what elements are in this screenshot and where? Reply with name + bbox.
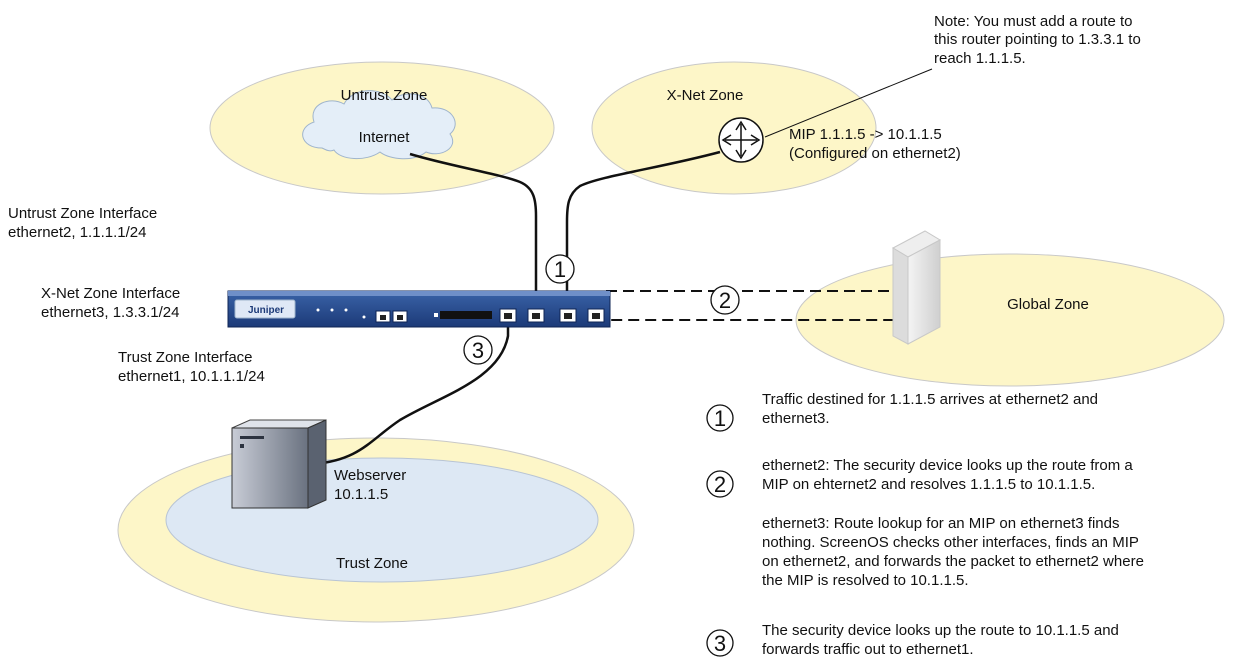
step-2-extra-line-2: nothing. ScreenOS checks other interface… bbox=[762, 534, 1139, 551]
step-3-line-2: forwards traffic out to ethernet1. bbox=[762, 641, 974, 658]
note-pointer-line bbox=[764, 68, 933, 138]
trust-interface-name: Trust Zone Interface bbox=[118, 349, 253, 366]
internet-cloud bbox=[302, 90, 456, 160]
webserver-cable bbox=[313, 322, 510, 466]
mip-line-2: (Configured on ethernet2) bbox=[789, 145, 961, 162]
internet-label: Internet bbox=[359, 129, 411, 146]
device-logo: Juniper bbox=[248, 305, 284, 316]
step-2-extra-line-4: the MIP is resolved to 10.1.1.5. bbox=[762, 572, 969, 589]
router-icon bbox=[718, 117, 764, 163]
webserver-name: Webserver bbox=[334, 467, 406, 484]
diagram-marker-2: 2 bbox=[710, 285, 740, 315]
step-1-line-1: Traffic destined for 1.1.1.5 arrives at … bbox=[762, 391, 1098, 408]
untrust-interface-name: Untrust Zone Interface bbox=[8, 205, 157, 222]
xnet-interface-addr: ethernet3, 1.3.3.1/24 bbox=[41, 304, 179, 321]
note-line-2: this router pointing to 1.3.3.1 to bbox=[934, 31, 1141, 48]
mip-line-1: MIP 1.1.1.5 -> 10.1.1.5 bbox=[789, 126, 942, 143]
webserver-icon bbox=[231, 419, 327, 509]
step-3: 3 The security device looks up the route… bbox=[706, 622, 1119, 658]
note-line-3: reach 1.1.1.5. bbox=[934, 50, 1026, 67]
global-zone-label: Global Zone bbox=[1007, 296, 1089, 313]
diagram-marker-1: 1 bbox=[545, 254, 575, 284]
untrust-zone-label: Untrust Zone bbox=[341, 87, 428, 104]
trust-interface-addr: ethernet1, 10.1.1.1/24 bbox=[118, 368, 265, 385]
step-2-line-2: MIP on ehternet2 and resolves 1.1.1.5 to… bbox=[762, 476, 1095, 493]
step-2-extra-line-3: on ethernet2, and forwards the packet to… bbox=[762, 553, 1144, 570]
marker-3-number: 3 bbox=[472, 338, 484, 363]
global-server-icon bbox=[891, 230, 942, 345]
webserver-ip: 10.1.1.5 bbox=[334, 486, 388, 503]
step-1-line-2: ethernet3. bbox=[762, 410, 830, 427]
step-1: 1 Traffic destined for 1.1.1.5 arrives a… bbox=[706, 391, 1098, 432]
router-cable bbox=[565, 150, 721, 312]
security-device: Juniper bbox=[227, 290, 611, 328]
internet-cable bbox=[409, 152, 538, 312]
step-2-extra-line-1: ethernet3: Route lookup for an MIP on et… bbox=[762, 515, 1119, 532]
step-2: 2 ethernet2: The security device looks u… bbox=[706, 457, 1144, 589]
untrust-interface-addr: ethernet2, 1.1.1.1/24 bbox=[8, 224, 146, 241]
step-3-number: 3 bbox=[714, 631, 726, 656]
diagram-marker-3: 3 bbox=[463, 335, 493, 365]
step-3-line-1: The security device looks up the route t… bbox=[762, 622, 1119, 639]
step-2-number: 2 bbox=[714, 472, 726, 497]
global-zone-ellipse bbox=[795, 253, 1225, 387]
marker-2-number: 2 bbox=[719, 288, 731, 313]
xnet-zone-label: X-Net Zone bbox=[667, 87, 744, 104]
trust-zone-label: Trust Zone bbox=[336, 555, 408, 572]
note-line-1: Note: You must add a route to bbox=[934, 13, 1132, 30]
xnet-interface-name: X-Net Zone Interface bbox=[41, 285, 180, 302]
step-2-line-1: ethernet2: The security device looks up … bbox=[762, 457, 1133, 474]
step-1-number: 1 bbox=[714, 406, 726, 431]
marker-1-number: 1 bbox=[554, 257, 566, 282]
